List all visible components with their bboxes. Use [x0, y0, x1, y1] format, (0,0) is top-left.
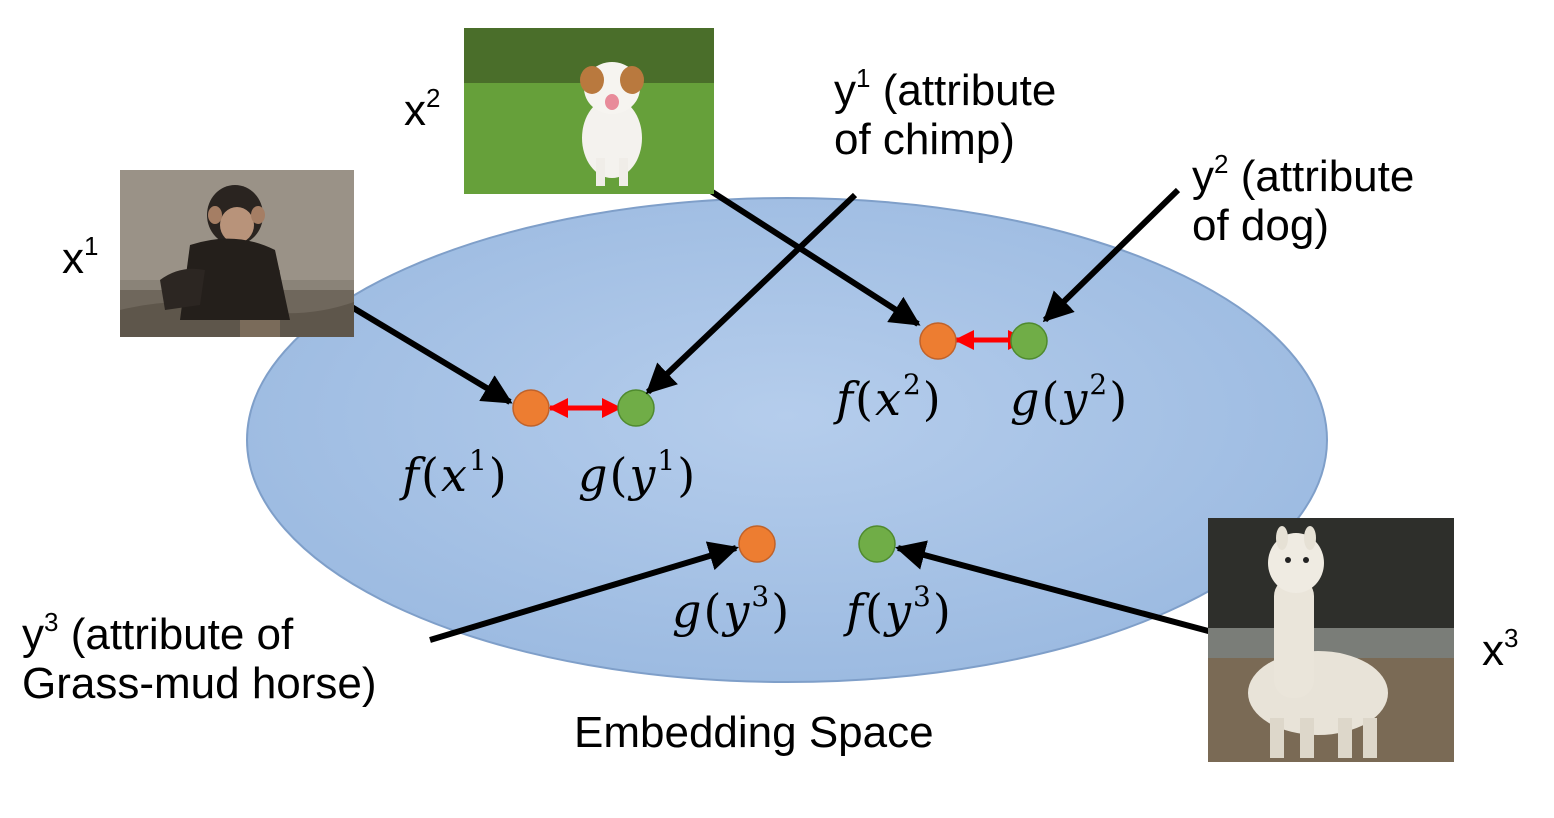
dog-photo [464, 28, 714, 194]
fy3-label: f(y3) [846, 580, 953, 638]
point-fx2 [919, 322, 957, 360]
arrow-x2-to-fx2 [676, 167, 921, 327]
y1-label: y1 (attribute of chimp) [834, 63, 1057, 165]
gy3-label: g(y3) [672, 580, 792, 638]
x2-label: x2 [404, 83, 441, 135]
point-fx1 [512, 389, 550, 427]
alpaca-photo [1208, 518, 1454, 762]
arrow-x1-to-fx1 [328, 291, 513, 405]
arrow-y1-to-gy1 [645, 192, 858, 395]
embedding-space-label: Embedding Space [574, 708, 934, 757]
fx1-label: f(x1) [402, 444, 509, 502]
point-gy2 [1010, 322, 1048, 360]
y2-label: y2 (attribute of dog) [1192, 149, 1415, 251]
arrow-y3-to-gy3 [429, 541, 739, 643]
point-gy3 [738, 525, 776, 563]
arrow-y2-to-gy2 [1042, 187, 1181, 323]
arrow-x3-to-fy3 [895, 540, 1213, 635]
gy2-label: g(y2) [1010, 368, 1130, 426]
point-fy3 [858, 525, 896, 563]
fx2-label: f(x2) [836, 368, 943, 426]
x1-label: x1 [62, 231, 99, 283]
chimpanzee-photo [120, 170, 354, 337]
x3-label: x3 [1482, 623, 1519, 675]
gy1-label: g(y1) [578, 444, 698, 502]
point-gy1 [617, 389, 655, 427]
y3-label: y3 (attribute of Grass-mud horse) [22, 607, 377, 709]
